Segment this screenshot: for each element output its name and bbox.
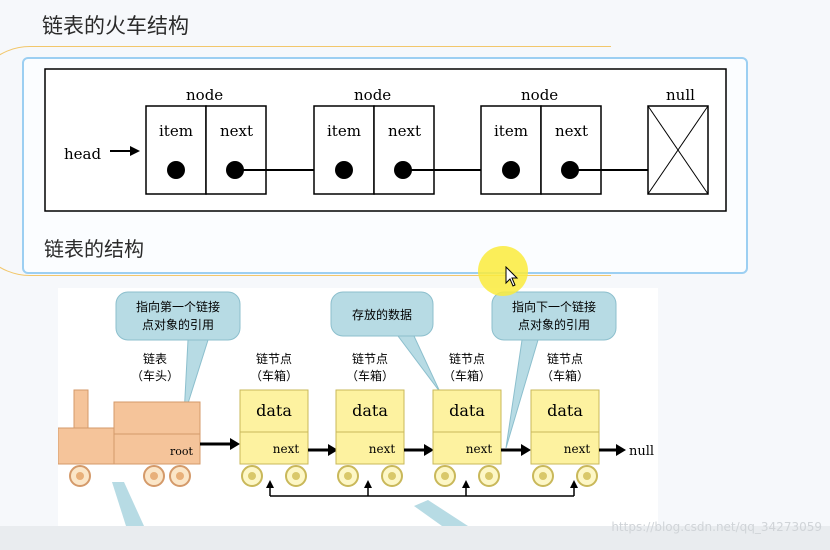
section-label: 链表的结构 xyxy=(44,237,144,261)
car-2: 链节点 （车箱） data next xyxy=(335,351,434,487)
train-null-label: null xyxy=(629,444,654,459)
bubble-pointer-first: 指向第一个链接 点对象的引用 xyxy=(115,291,241,417)
node-label: node xyxy=(354,86,391,104)
svg-text:点对象的引用: 点对象的引用 xyxy=(142,317,214,332)
item-label: item xyxy=(494,122,528,140)
node-label: node xyxy=(186,86,223,104)
decorative-orange-arc-lower xyxy=(0,300,21,550)
watermark: https://blog.csdn.net/qq_34273059 xyxy=(611,520,822,534)
head-arrow xyxy=(110,146,140,156)
locomotive-sublabel: （车头） xyxy=(131,368,179,383)
train-diagram: 指向第一个链接 点对象的引用 存放的数据 指向下一个链接 点对象的引用 链表 （… xyxy=(58,288,658,526)
bottom-bar xyxy=(0,526,830,550)
cursor-highlight xyxy=(478,246,528,296)
svg-text:next: next xyxy=(564,442,591,456)
svg-text:（车箱）: （车箱） xyxy=(443,368,491,383)
svg-text:链节点: 链节点 xyxy=(256,351,292,366)
bubble-pointer-next: 指向下一个链接 点对象的引用 xyxy=(491,291,617,449)
null-node: null xyxy=(647,86,709,195)
mouse-cursor-icon xyxy=(505,266,519,287)
svg-text:指向下一个链接: 指向下一个链接 xyxy=(512,299,596,314)
svg-text:链节点: 链节点 xyxy=(352,351,388,366)
svg-text:链节点: 链节点 xyxy=(547,351,583,366)
bottom-links xyxy=(266,480,578,497)
svg-text:next: next xyxy=(369,442,396,456)
car-4: 链节点 （车箱） data next null xyxy=(530,351,654,487)
next-label: next xyxy=(388,122,421,140)
next-label: next xyxy=(220,122,253,140)
node-2: node item next xyxy=(313,86,509,195)
null-label: null xyxy=(666,86,695,104)
svg-text:指向第一个链接: 指向第一个链接 xyxy=(136,299,220,314)
locomotive-label: 链表 xyxy=(143,351,167,366)
node-1: node item next xyxy=(145,86,341,195)
svg-text:data: data xyxy=(352,401,388,420)
svg-text:存放的数据: 存放的数据 xyxy=(352,307,412,322)
svg-text:点对象的引用: 点对象的引用 xyxy=(518,317,590,332)
linked-list-diagram: head node item next node item next node … xyxy=(44,68,727,212)
svg-text:（车箱）: （车箱） xyxy=(346,368,394,383)
svg-text:（车箱）: （车箱） xyxy=(541,368,589,383)
svg-text:data: data xyxy=(256,401,292,420)
svg-text:data: data xyxy=(547,401,583,420)
svg-text:next: next xyxy=(466,442,493,456)
node-label: node xyxy=(521,86,558,104)
page-title: 链表的火车结构 xyxy=(42,14,189,38)
item-label: item xyxy=(159,122,193,140)
locomotive: root xyxy=(58,389,240,487)
bubble-data: 存放的数据 xyxy=(330,291,441,393)
decorative-orange-arc xyxy=(0,46,611,276)
head-label: head xyxy=(64,145,101,163)
node-3: node item next xyxy=(480,86,679,195)
next-label: next xyxy=(555,122,588,140)
cropped-bubble-tail xyxy=(112,482,144,526)
car-3: 链节点 （车箱） data next xyxy=(432,351,531,487)
svg-text:next: next xyxy=(273,442,300,456)
item-label: item xyxy=(327,122,361,140)
root-label: root xyxy=(170,445,194,458)
svg-text:（车箱）: （车箱） xyxy=(250,368,298,383)
cropped-bubble-tail xyxy=(414,500,468,526)
svg-text:链节点: 链节点 xyxy=(449,351,485,366)
svg-text:data: data xyxy=(449,401,485,420)
car-1: 链节点 （车箱） data next xyxy=(239,351,338,487)
